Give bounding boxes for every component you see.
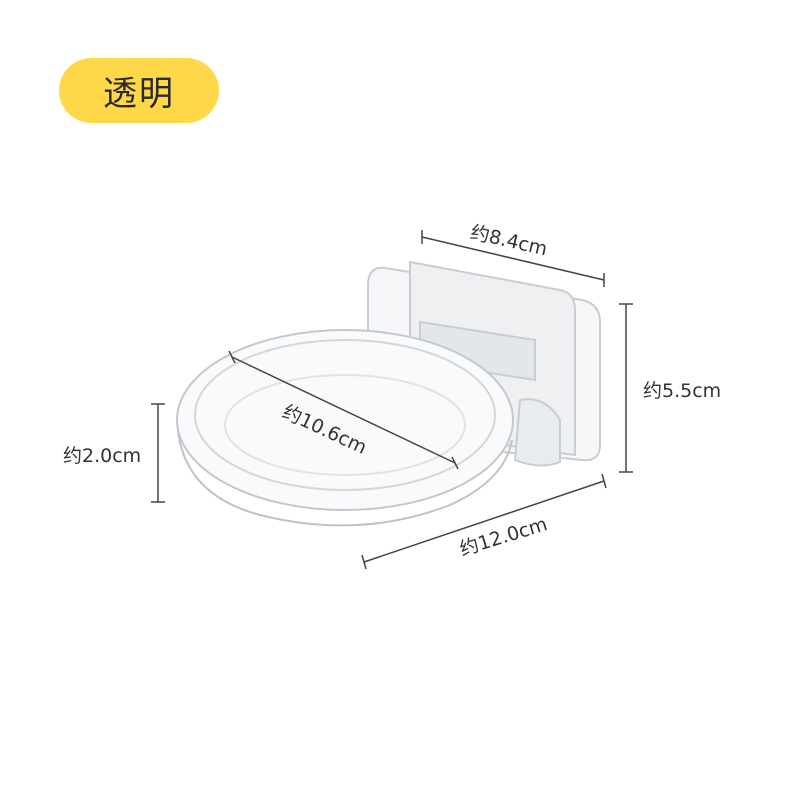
soap-bowl: [176, 329, 514, 527]
bowl-height-label: 约2.0cm: [63, 445, 142, 467]
color-badge: 透明: [59, 58, 219, 123]
dimension-lines: [151, 230, 633, 570]
plate-height-label: 约5.5cm: [643, 380, 722, 402]
